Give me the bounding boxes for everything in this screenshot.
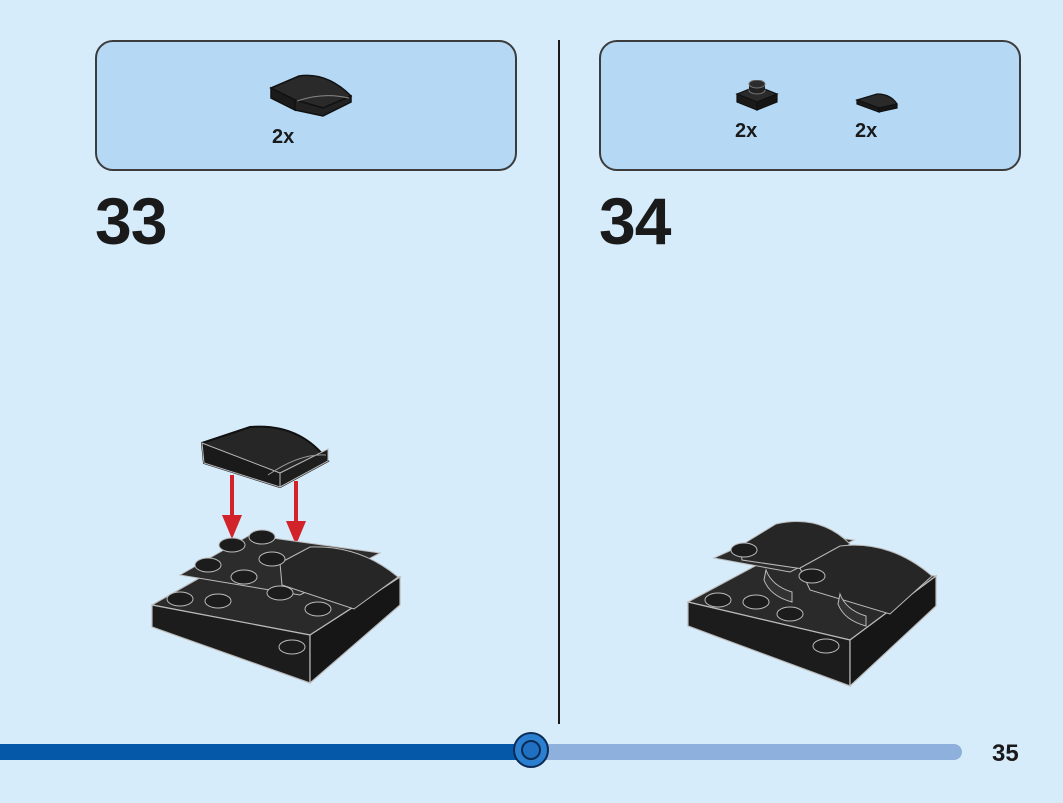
round-plate-1x1-icon <box>735 80 779 111</box>
curved-slope-brick-icon <box>269 74 353 117</box>
part-quantity: 2x <box>272 126 295 148</box>
step-divider <box>558 40 560 724</box>
step-number: 34 <box>599 184 671 258</box>
step-34-assembly-illustration <box>686 521 938 688</box>
step-number: 33 <box>95 184 167 258</box>
progress-fill <box>0 744 531 760</box>
step-33-assembly-illustration <box>150 425 402 685</box>
part-quantity: 2x <box>855 120 878 142</box>
parts-callout-step-33: 2x <box>95 40 517 171</box>
progress-knob <box>513 732 549 768</box>
arrow-icon <box>222 475 306 545</box>
page-number: 35 <box>992 740 1019 767</box>
quarter-round-tile-icon <box>855 93 898 113</box>
parts-callout-step-34: 2x 2x <box>599 40 1021 171</box>
part-quantity: 2x <box>735 120 758 142</box>
